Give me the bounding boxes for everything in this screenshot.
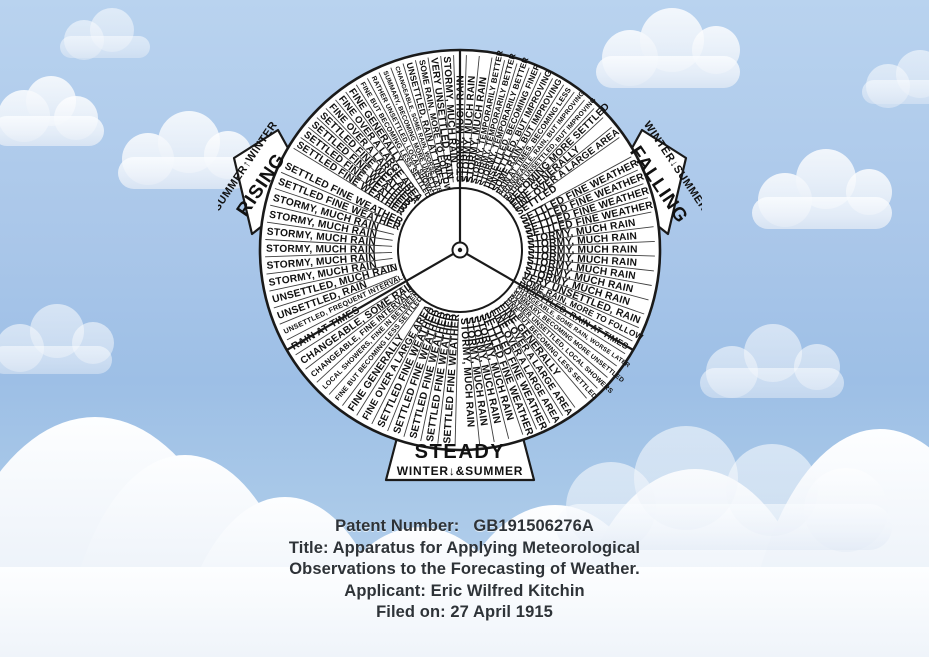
reading-rule — [491, 78, 553, 191]
reading-rule — [495, 307, 564, 416]
reading-rule — [286, 281, 400, 341]
reading-rule — [270, 204, 394, 235]
reading-rule — [378, 72, 433, 189]
reading-rule — [387, 312, 436, 432]
reading-rule — [371, 310, 430, 425]
reading-rule — [527, 256, 654, 272]
reading-rule — [514, 290, 617, 367]
reading-rule — [471, 316, 495, 443]
reading-rule — [402, 63, 441, 186]
caption-line-patent-number: Patent Number: GB191506276A — [0, 516, 929, 538]
reading-rule — [483, 67, 530, 187]
reading-rule — [280, 171, 398, 224]
reading-rule — [356, 307, 425, 416]
reading-rule — [266, 257, 393, 275]
reading-rule — [506, 108, 595, 201]
reading-rule — [308, 126, 408, 208]
reading-rule — [273, 269, 396, 309]
caption-patent-number-value: GB191506276A — [473, 517, 594, 535]
reading-rule — [466, 317, 481, 445]
dial-hub-pin — [457, 247, 463, 253]
reading-rule — [461, 55, 467, 183]
reading-rule — [511, 294, 608, 378]
reading-rule — [300, 137, 405, 212]
reading-rule — [454, 317, 459, 445]
reading-rule — [335, 99, 417, 198]
reading-rule — [491, 310, 551, 424]
reading-rule — [355, 84, 425, 193]
dial-reading-rules — [265, 55, 655, 445]
reading-rule — [316, 295, 411, 383]
reading-rule — [316, 117, 411, 205]
reading-rule — [527, 240, 655, 248]
caption-patent-number-label: Patent Number: — [335, 517, 460, 535]
reading-rule — [265, 239, 393, 247]
reading-rule — [293, 147, 403, 215]
reading-rule — [476, 315, 510, 439]
reading-rule — [527, 251, 655, 257]
reading-rule — [515, 137, 620, 212]
reading-rule — [522, 276, 639, 329]
reading-rule — [440, 55, 454, 183]
reading-rule — [487, 72, 542, 189]
dial-reading: STORMY, MUCH RAIN — [528, 244, 638, 256]
reading-rule — [512, 126, 612, 208]
reading-rule — [481, 314, 524, 435]
reading-rule — [390, 67, 437, 187]
caption-line-title-2: Observations to the Forecasting of Weath… — [289, 560, 640, 578]
reading-rule — [325, 108, 414, 201]
reading-rule — [503, 99, 585, 198]
reading-rule — [523, 183, 644, 228]
reading-rule — [486, 312, 538, 430]
reading-rule — [274, 188, 396, 230]
tab-heading-steady: STEADY — [415, 441, 506, 463]
reading-rule — [509, 117, 604, 205]
caption-line-filed: Filed on: 27 April 1915 — [376, 603, 553, 621]
reading-rule — [527, 226, 654, 243]
patent-caption: Patent Number: GB191506276A Title: Appar… — [0, 516, 929, 624]
caption-line-applicant: Applicant: Eric Wilfred Kitchin — [344, 581, 585, 600]
dial-sector-dividers — [286, 50, 634, 351]
reading-rule — [414, 60, 445, 184]
reading-rule — [466, 55, 480, 183]
reading-rule — [279, 275, 398, 325]
reading-rule — [295, 286, 403, 356]
reading-rule — [342, 303, 420, 406]
tab-subheading-steady: WINTER↓&SUMMER — [397, 464, 524, 478]
reading-rule — [437, 317, 453, 444]
reading-rule — [367, 78, 429, 191]
reading-rule — [519, 281, 633, 342]
caption-line-title-1: Title: Apparatus for Applying Meteorolog… — [288, 538, 641, 557]
reading-rule — [427, 57, 450, 183]
reading-rule — [265, 251, 393, 258]
reading-rule — [470, 57, 493, 183]
reading-rule — [503, 301, 587, 399]
reading-rule — [526, 211, 652, 238]
reading-rule — [266, 221, 393, 241]
reading-rule — [403, 314, 441, 437]
reading-rule — [479, 63, 518, 186]
reading-rule — [499, 91, 575, 196]
reading-rule — [269, 263, 394, 292]
reading-rule — [475, 60, 506, 184]
reading-rule — [345, 91, 421, 196]
reading-rule — [328, 300, 415, 395]
reading-rule — [525, 197, 649, 233]
reading-rule — [507, 297, 598, 389]
reading-rule — [517, 285, 626, 355]
reading-rule — [453, 55, 459, 183]
reading-rule — [524, 271, 645, 315]
reading-rule — [519, 156, 632, 218]
reading-rule — [499, 304, 576, 408]
reading-rule — [420, 316, 447, 442]
reading-rule — [521, 169, 638, 223]
reading-rule — [495, 84, 565, 193]
reading-rule — [526, 261, 652, 286]
dial-reading: STORMY, MUCH RAIN — [266, 244, 376, 256]
reading-rule — [525, 266, 649, 301]
reading-rule — [305, 291, 407, 370]
